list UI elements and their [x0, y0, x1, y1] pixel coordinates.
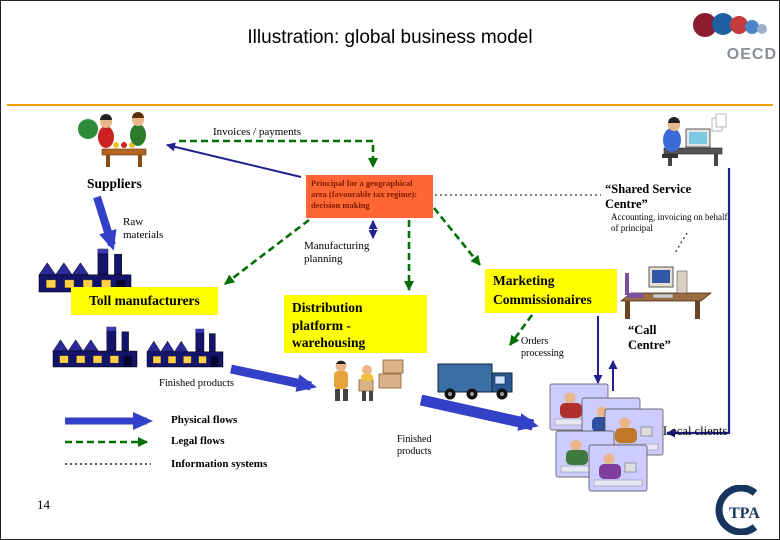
legal-flow-principal-to-toll: [224, 218, 310, 286]
physical-flow-finished-products-right: [419, 394, 539, 431]
oecd-logo-circles: [693, 13, 767, 37]
factory-clipart-top: [38, 248, 132, 293]
local-clients-clipart: [549, 383, 664, 492]
manufacturing-planning-label: Manufacturing planning: [304, 240, 370, 265]
invoices-payments-label: Invoices / payments: [213, 126, 301, 138]
suppliers-clipart: [78, 112, 147, 167]
raw-materials-label: Raw materials: [123, 216, 164, 241]
suppliers-label: Suppliers: [87, 176, 142, 191]
legend-information-label: Information systems: [171, 458, 268, 470]
distribution-platform-box: Distribution platform - warehousing: [284, 295, 427, 353]
truck-clipart: [437, 363, 513, 400]
orders-processing-label: Orders processing: [521, 336, 564, 359]
call-centre-label: “Call Centre”: [628, 323, 671, 352]
finished-products-left-label: Finished products: [159, 378, 234, 389]
marketing-commissionaires-box: Marketing Commissionaires: [485, 269, 617, 313]
finished-products-right-label: Finished products: [397, 434, 432, 457]
local-clients-label: Local clients: [663, 424, 728, 438]
shared-service-centre-label: “Shared Service Centre”: [605, 182, 692, 211]
legend-legal-label: Legal flows: [171, 435, 225, 447]
info-line-ssc-desk: [674, 232, 688, 254]
page-number: 14: [37, 497, 50, 512]
ctpa-logo: TPA: [709, 484, 773, 539]
call-centre-desk-clipart: [620, 266, 712, 319]
navy-arrow-principal-to-suppliers: [166, 142, 302, 178]
toll-manufacturers-box: Toll manufacturers: [71, 287, 218, 315]
shared-service-desc-label: Accounting, invoicing on behalf of princ…: [611, 212, 728, 233]
oecd-logo: OECD: [691, 9, 777, 64]
physical-flow-suppliers-to-factories: [93, 195, 117, 251]
factory-clipart-bottom-left: [52, 326, 138, 368]
warehouse-workers-clipart: [334, 359, 404, 401]
accent-divider: [7, 104, 773, 106]
legend-physical-label: Physical flows: [171, 414, 238, 426]
shared-service-clipart: [662, 113, 727, 166]
legal-flow-invoices-payments: [179, 139, 378, 168]
oecd-logo-text: OECD: [726, 46, 777, 63]
legal-flow-principal-to-marketing: [432, 207, 482, 266]
ctpa-logo-text: TPA: [729, 505, 760, 522]
ctpa-logo-graphic: TPA: [715, 484, 760, 536]
page-title: Illustration: global business model: [247, 27, 533, 48]
principal-box: Principal for a geographical area (favou…: [306, 175, 433, 218]
factory-clipart-bottom-right: [146, 328, 224, 368]
